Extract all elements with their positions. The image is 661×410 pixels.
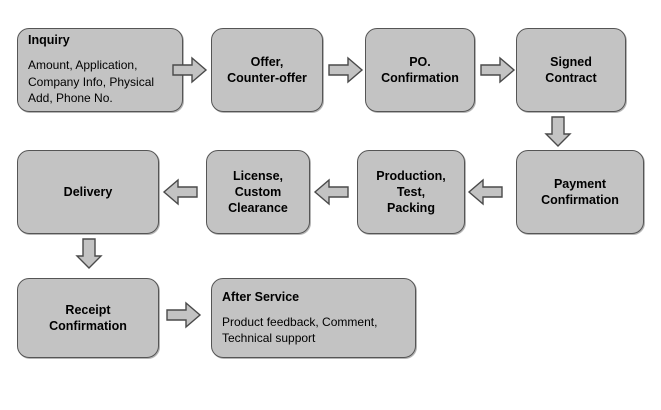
node-po-confirmation[interactable]: PO. Confirmation xyxy=(365,28,475,112)
node-offer[interactable]: Offer, Counter-offer xyxy=(211,28,323,112)
node-inquiry[interactable]: Inquiry Amount, Application, Company Inf… xyxy=(17,28,183,112)
node-delivery-title: Delivery xyxy=(63,185,113,199)
arrow-production-to-license xyxy=(313,178,350,206)
node-signed-contract-title: Signed Contract xyxy=(545,55,597,85)
node-after-service[interactable]: After Service Product feedback, Comment,… xyxy=(211,278,416,358)
node-payment-confirmation[interactable]: Payment Confirmation xyxy=(516,150,644,234)
node-signed-contract[interactable]: Signed Contract xyxy=(516,28,626,112)
node-payment-confirmation-title: Payment Confirmation xyxy=(541,177,619,207)
node-inquiry-body: Amount, Application, Company Info, Physi… xyxy=(28,58,155,106)
arrow-po-to-signed-contract xyxy=(480,56,516,84)
arrow-receipt-to-after-service xyxy=(166,301,202,329)
arrow-payment-to-production xyxy=(467,178,504,206)
arrow-signed-contract-to-payment xyxy=(543,116,572,148)
node-production-test-packing-title: Production, Test, Packing xyxy=(376,169,446,215)
node-after-service-body: Product feedback, Comment, Technical sup… xyxy=(222,314,378,346)
node-receipt-confirmation[interactable]: Receipt Confirmation xyxy=(17,278,159,358)
node-delivery[interactable]: Delivery xyxy=(17,150,159,234)
arrow-offer-to-po xyxy=(328,56,364,84)
arrow-license-to-delivery xyxy=(162,178,199,206)
node-offer-title: Offer, Counter-offer xyxy=(227,55,307,85)
node-po-confirmation-title: PO. Confirmation xyxy=(381,55,459,85)
node-after-service-title: After Service xyxy=(222,289,300,304)
node-inquiry-title: Inquiry xyxy=(28,33,70,48)
node-license-custom-clearance[interactable]: License, Custom Clearance xyxy=(206,150,310,234)
node-license-custom-clearance-title: License, Custom Clearance xyxy=(228,169,288,215)
node-receipt-confirmation-title: Receipt Confirmation xyxy=(49,303,127,333)
node-production-test-packing[interactable]: Production, Test, Packing xyxy=(357,150,465,234)
arrow-delivery-to-receipt xyxy=(74,238,103,270)
